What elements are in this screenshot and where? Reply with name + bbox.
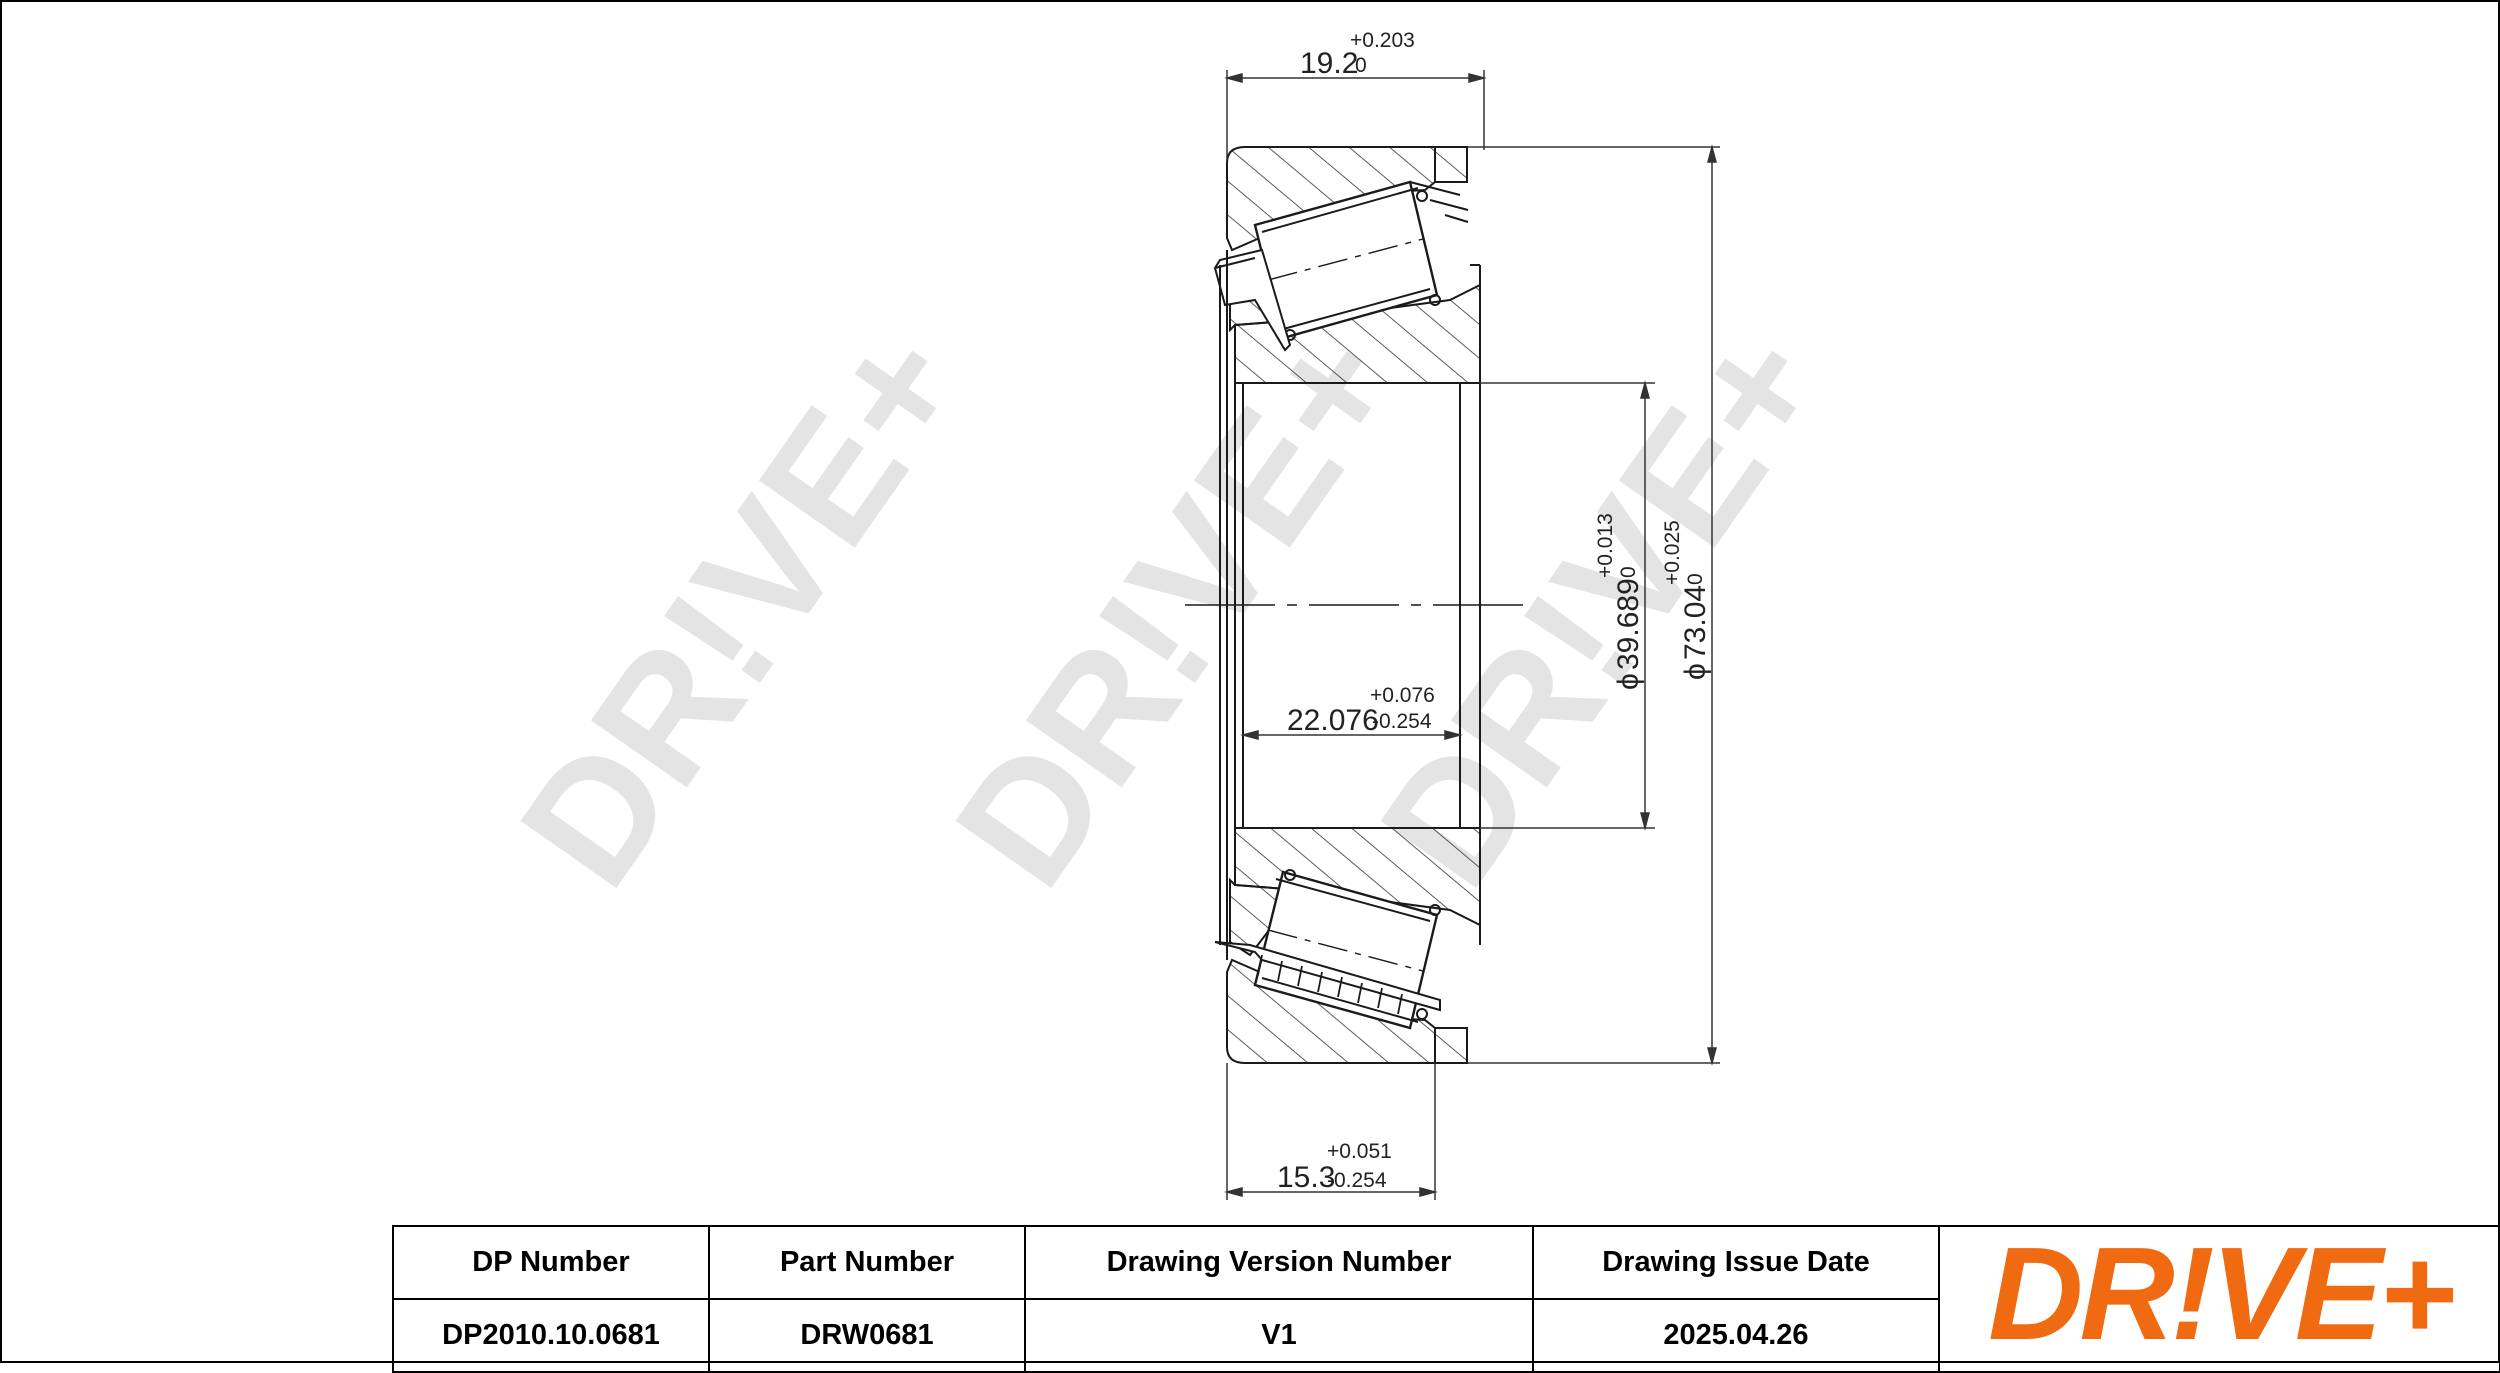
title-block: DP Number Part Number Drawing Version Nu… <box>392 1220 2500 1373</box>
dim-outer-symbol: ϕ <box>1679 663 1712 680</box>
dim-bore-upper: +0.013 <box>1594 513 1617 578</box>
roller-top <box>1253 180 1441 341</box>
cage-bottom-segments <box>1257 954 1403 1015</box>
value-issue-date: 2025.04.26 <box>1532 1298 1940 1373</box>
logo-cell: DR!VE+ <box>1938 1220 2500 1373</box>
watermark-group: DR!VE+ DR!VE+ DR!VE+ <box>485 295 1861 919</box>
dim-width-bottom-lower: -0.254 <box>1327 1169 1387 1192</box>
header-drawing-version: Drawing Version Number <box>1024 1225 1534 1300</box>
dim-outer-upper: +0.025 <box>1661 520 1684 585</box>
value-drawing-version: V1 <box>1024 1298 1534 1373</box>
value-dp-number: DP2010.10.0681 <box>392 1298 710 1373</box>
dim-width-bottom-value: 15.3 <box>1277 1161 1335 1194</box>
dim-bore-lower: 0 <box>1617 566 1640 578</box>
header-issue-date: Drawing Issue Date <box>1532 1225 1940 1300</box>
value-part-number: DRW0681 <box>708 1298 1026 1373</box>
dimension-texts: 19.2 +0.203 0 15.3 +0.051 -0.254 22.076 … <box>1277 29 1712 1194</box>
watermark-center: DR!VE+ <box>920 295 1436 919</box>
header-part-number: Part Number <box>708 1225 1026 1300</box>
bearing-section <box>1185 146 1530 1064</box>
cup-top-face <box>1434 146 1468 183</box>
drive-logo: DR!VE+ <box>1988 1220 2458 1367</box>
dimension-lines <box>1224 70 1720 1200</box>
dim-inner-width-value: 22.076 <box>1287 704 1379 737</box>
dim-width-top-value: 19.2 <box>1300 47 1358 80</box>
dim-width-bottom-upper: +0.051 <box>1327 1140 1392 1163</box>
header-dp-number: DP Number <box>392 1225 710 1300</box>
drive-logo-text: DR!VE+ <box>1988 1227 2454 1363</box>
dim-inner-width-upper: +0.076 <box>1370 684 1435 707</box>
cage-bottom <box>1214 941 1441 1012</box>
dim-outer-lower: 0 <box>1684 573 1707 585</box>
dim-inner-width-lower: -0.254 <box>1372 710 1432 733</box>
dim-bore-value: 39.689 <box>1612 578 1645 670</box>
dim-width-top-upper: +0.203 <box>1350 29 1415 52</box>
dim-bore-symbol: ϕ <box>1612 673 1645 690</box>
watermark-left: DR!VE+ <box>485 295 1001 919</box>
dim-width-top-lower: 0 <box>1355 54 1367 77</box>
watermark-right: DR!VE+ <box>1345 295 1861 919</box>
dim-outer-value: 73.04 <box>1679 585 1712 660</box>
